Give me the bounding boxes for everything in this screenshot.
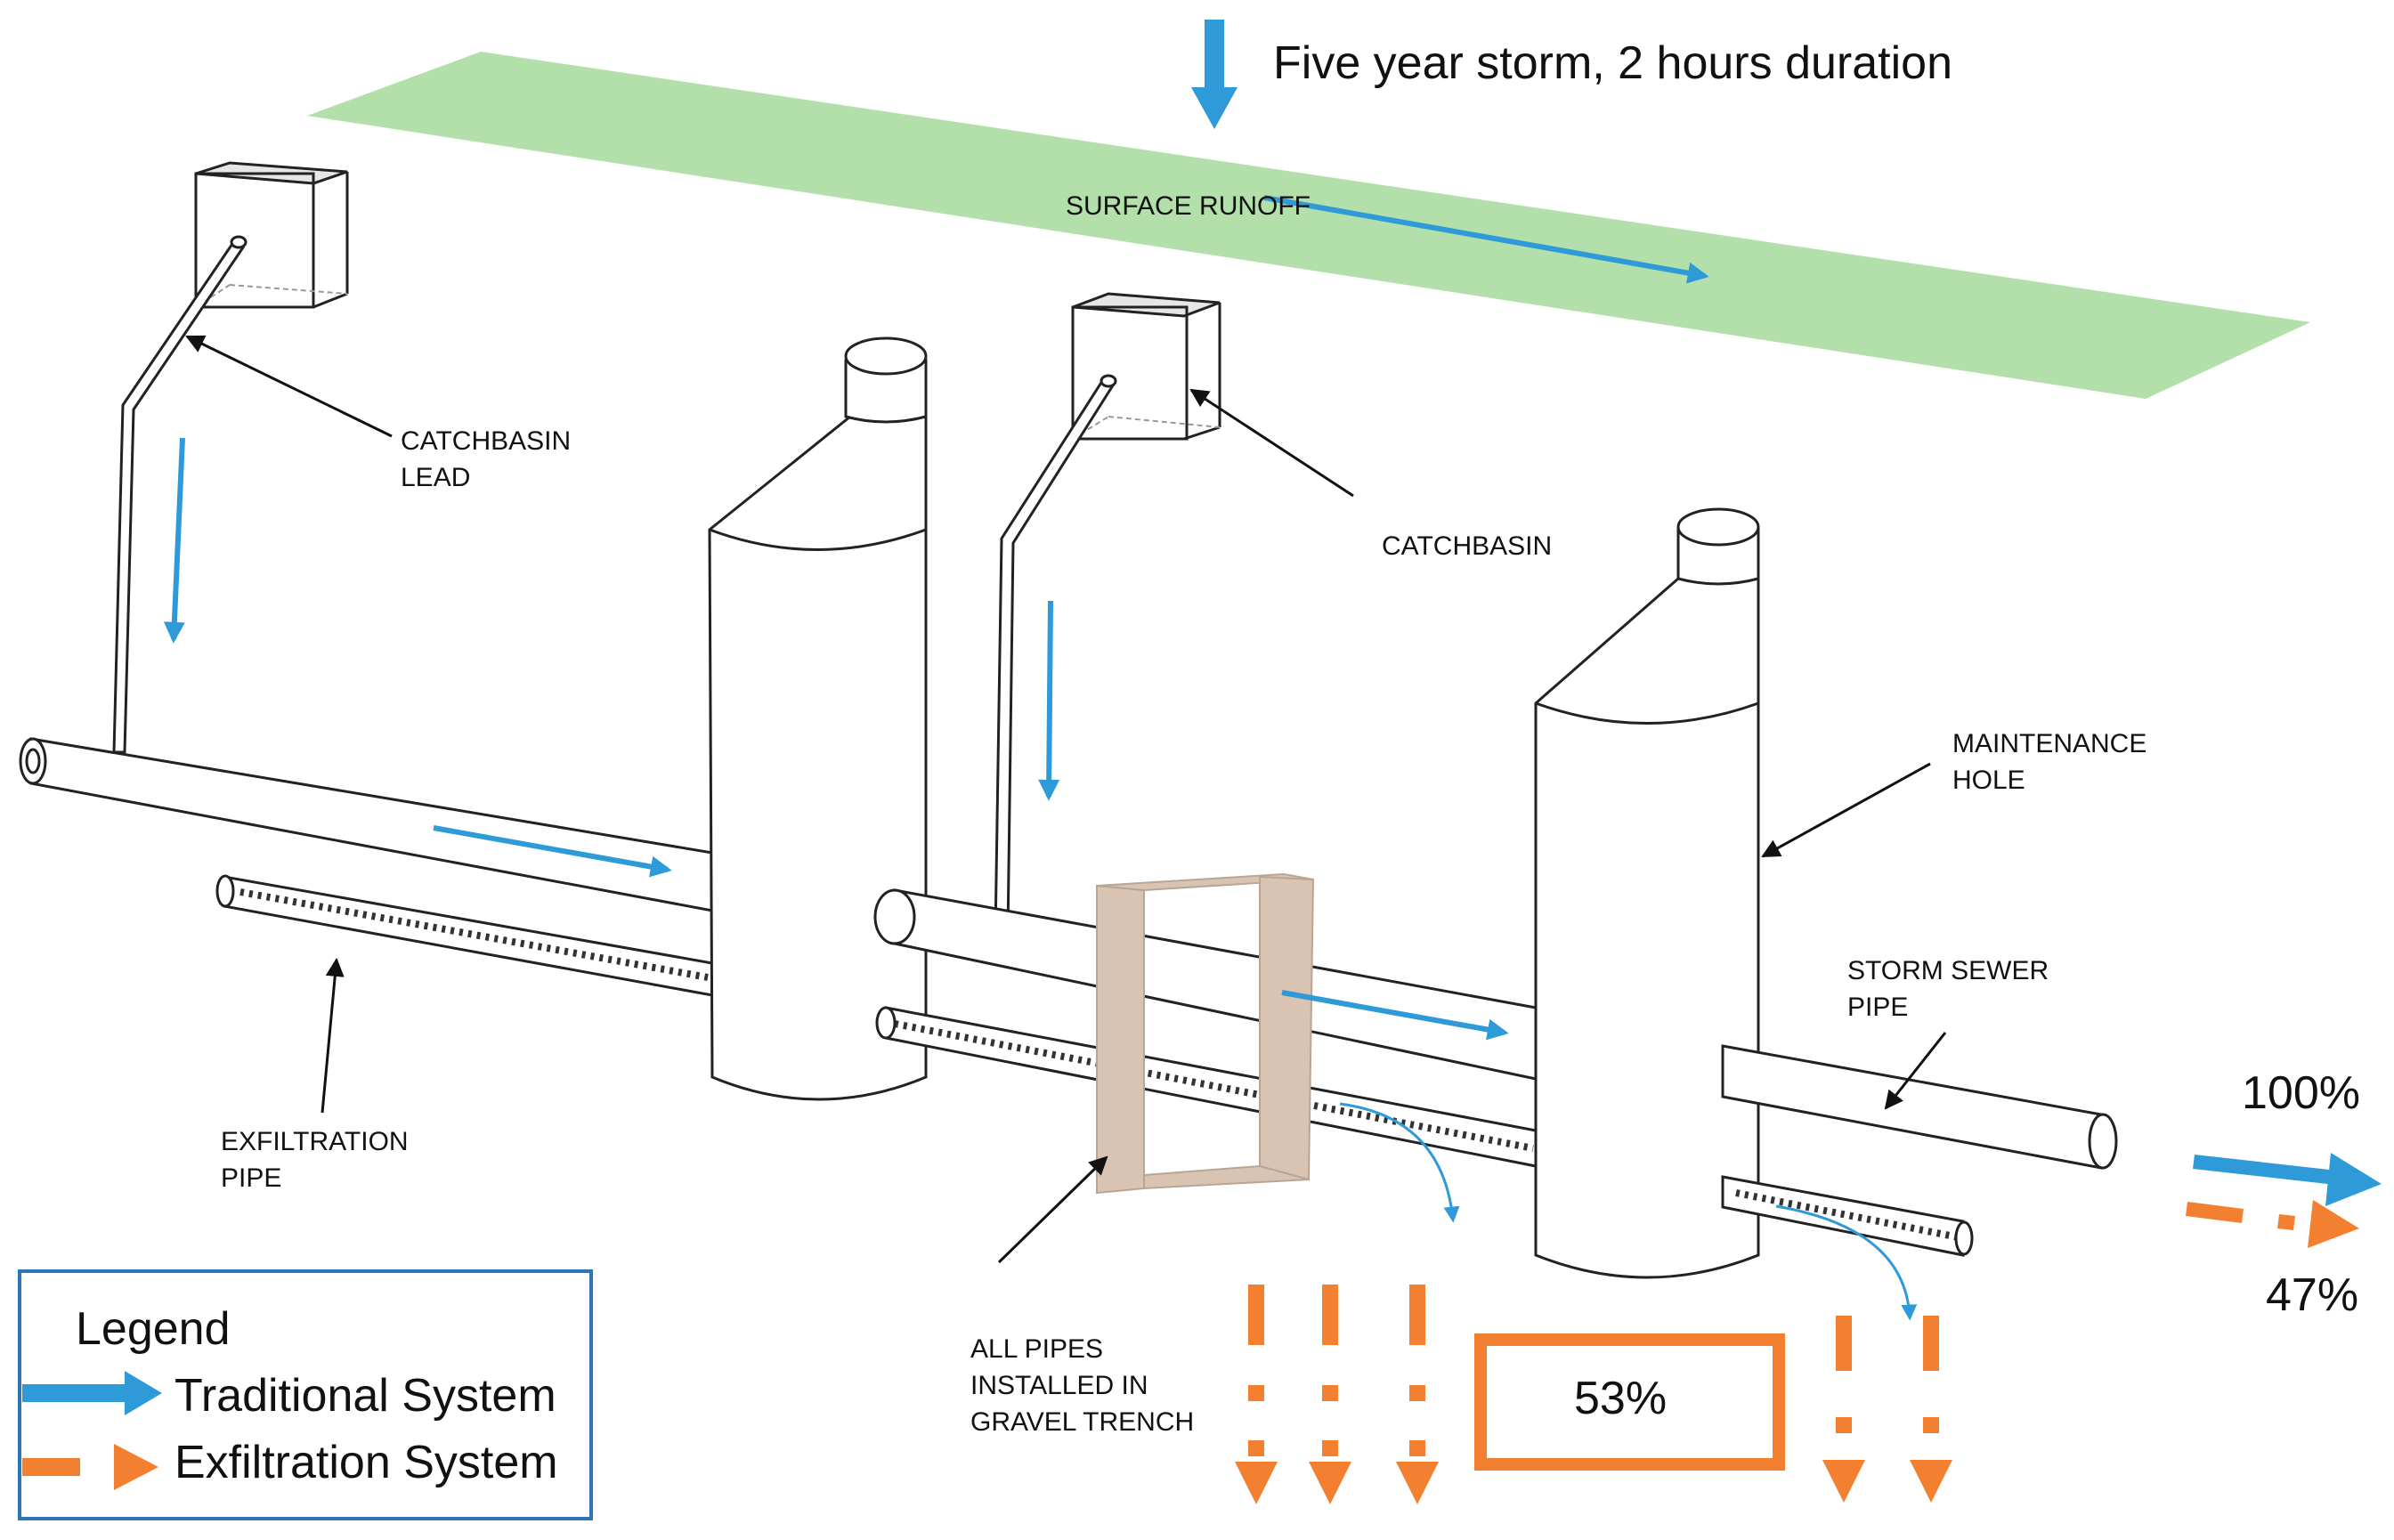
- infiltration-arrow: [1235, 1285, 1278, 1504]
- maintenance-hole-2: [1534, 507, 1760, 1279]
- exfiltration-drip-right: [1775, 1204, 1918, 1321]
- exfiltration-drip-middle: [1339, 1102, 1460, 1223]
- flow-arrow-lead-left: [163, 437, 185, 644]
- leader-catchbasin: [1189, 388, 1354, 498]
- infiltration-arrow: [1396, 1285, 1439, 1504]
- legend-exfiltration-label: Exfiltration System: [174, 1437, 558, 1488]
- catchbasin-lead-middle: [994, 376, 1115, 936]
- surface-runoff-label: SURFACE RUNOFF: [1066, 191, 1311, 221]
- outflow-exfiltration-arrow: [2186, 1200, 2359, 1248]
- label-maintenance-hole: MAINTENANCE HOLE: [1952, 729, 2155, 795]
- outflow-traditional-arrow: [2193, 1153, 2382, 1206]
- leader-gravel-trench: [997, 1155, 1108, 1264]
- pipe-right-end: [2088, 1113, 2118, 1170]
- infiltration-arrow: [1309, 1285, 1351, 1504]
- flow-arrow-pipe-middle: [1281, 990, 1509, 1041]
- label-gravel-trench: ALL PIPES INSTALLED IN GRAVEL TRENCH: [970, 1334, 1194, 1437]
- outflow-traditional-percent: 100%: [2242, 1067, 2360, 1119]
- infiltration-arrow: [1910, 1316, 1952, 1503]
- exf-left-end: [215, 874, 235, 908]
- perforations-middle: [894, 1020, 1534, 1152]
- legend-title: Legend: [76, 1303, 231, 1355]
- storm-sewer-pipe-left: [29, 737, 714, 912]
- surface-runoff-arrow: [1263, 195, 1709, 284]
- storm-title: Five year storm, 2 hours duration: [1273, 37, 1952, 89]
- leader-exfiltration-pipe: [321, 957, 345, 1114]
- perforations-right: [1735, 1189, 1960, 1241]
- legend-traditional-arrow: [22, 1371, 162, 1415]
- flow-arrow-lead-middle: [1038, 600, 1060, 801]
- lead-left-top: [230, 235, 248, 249]
- catchbasin-middle: [1071, 292, 1221, 441]
- pipe-left-end: [19, 737, 47, 785]
- infiltration-percent-box: [1474, 1333, 1785, 1471]
- infiltration-percent: 53%: [1574, 1373, 1667, 1424]
- gravel-trench-frame: [1096, 872, 1315, 1195]
- leader-storm-sewer-pipe: [1884, 1032, 1947, 1110]
- leader-maintenance-hole: [1761, 762, 1931, 858]
- storm-sewer-pipe-right: [1721, 1044, 2103, 1170]
- pipe-middle-end: [873, 888, 916, 945]
- infiltration-arrows: [1235, 1285, 1952, 1504]
- flow-arrow-pipe-left: [433, 825, 672, 878]
- infiltration-arrow: [1822, 1316, 1865, 1503]
- label-storm-sewer-pipe: STORM SEWER PIPE: [1847, 956, 2056, 1022]
- outflow-exfiltration-percent: 47%: [2266, 1269, 2358, 1321]
- ground-surface: [307, 52, 2310, 399]
- label-catchbasin: CATCHBASIN: [1382, 531, 1552, 561]
- label-exfiltration-pipe: EXFILTRATION PIPE: [221, 1127, 416, 1193]
- pipe-left-end-inner: [25, 748, 41, 774]
- exf-right-end: [1954, 1220, 1974, 1256]
- legend: Legend Traditional System Exfiltration S…: [18, 1269, 593, 1520]
- maintenance-hole-1: [708, 336, 928, 1101]
- lead-middle-top: [1100, 374, 1117, 388]
- catchbasin-left: [194, 161, 349, 309]
- exf-middle-end: [875, 1006, 897, 1040]
- leader-catchbasin-lead: [185, 335, 393, 438]
- legend-traditional-label: Traditional System: [174, 1370, 556, 1422]
- label-catchbasin-lead: CATCHBASIN LEAD: [401, 426, 578, 492]
- storm-arrow: [1191, 20, 1238, 129]
- legend-exfiltration-arrow: [22, 1444, 158, 1490]
